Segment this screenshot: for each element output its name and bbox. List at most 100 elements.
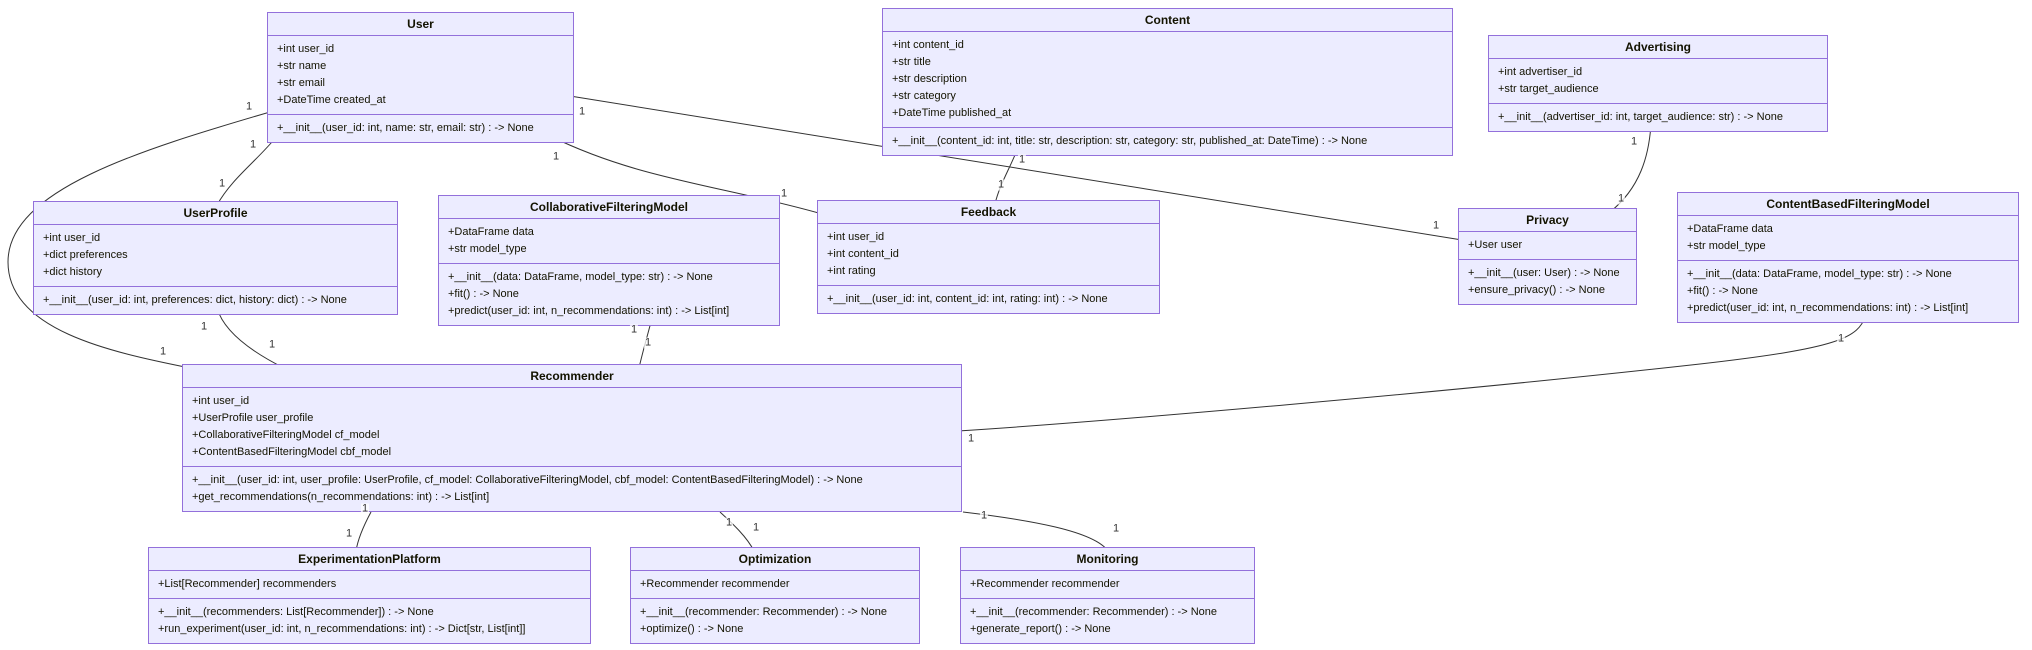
attribute-row: +Recommender recommender [640, 578, 790, 590]
attribute-row: +CollaborativeFilteringModel cf_model [192, 429, 380, 441]
multiplicity-label: 1 [244, 100, 254, 113]
method-row: +predict(user_id: int, n_recommendations… [448, 305, 730, 317]
method-row: +__init__(advertiser_id: int, target_aud… [1498, 111, 1783, 123]
attribute-row: +int content_id [892, 39, 964, 51]
class-title-User: User [407, 17, 434, 31]
attributes-section-Content: +int content_id +str title +str descriptio… [883, 31, 1452, 127]
attributes-section-ContentBasedFilteringModel: +DataFrame data+str model_type [1678, 215, 2018, 260]
multiplicity-label: 1 [360, 502, 370, 515]
attribute-row: +str target_audience [1498, 83, 1599, 95]
edge-Content-Feedback [994, 149, 1018, 205]
edge-ContentBasedFilteringModel-Recommender [957, 314, 1867, 432]
class-title-ContentBasedFilteringModel: ContentBasedFilteringModel [1766, 197, 1930, 211]
attribute-row: +str title [892, 56, 931, 68]
class-box-ContentBasedFilteringModel: ContentBasedFilteringModel +DataFrame dat… [1677, 192, 2019, 323]
attribute-row: +int rating [827, 265, 876, 277]
multiplicity-label: 1 [551, 150, 561, 163]
multiplicity-label: 1 [1431, 219, 1441, 232]
method-row: +__init__(user_id: int, user_profile: Us… [192, 474, 863, 486]
multiplicity-label: 1 [724, 516, 734, 529]
class-box-Feedback: Feedback+int user_id+int content_id+int … [817, 200, 1160, 314]
attributes-section-Recommender: +int user_id +UserProfile user_profile +Co… [183, 387, 961, 466]
class-box-CollaborativeFilteringModel: CollaborativeFilteringModel +DataFrame da… [438, 195, 780, 326]
attribute-row: +str category [892, 90, 956, 102]
multiplicity-label: 1 [629, 323, 639, 336]
method-row: +__init__(user_id: int, content_id: int,… [827, 293, 1108, 305]
multiplicity-label: 1 [577, 105, 587, 118]
method-row: +__init__(user_id: int, name: str, email… [277, 122, 534, 134]
multiplicity-label: 1 [751, 521, 761, 534]
multiplicity-label: 1 [996, 178, 1006, 191]
class-title-Privacy: Privacy [1526, 213, 1569, 227]
attribute-row: +DateTime published_at [892, 107, 1012, 119]
method-row: +run_experiment(user_id: int, n_recommen… [158, 623, 526, 635]
attribute-row: +int user_id [192, 395, 250, 407]
class-title-ExperimentationPlatform: ExperimentationPlatform [298, 552, 441, 566]
edge-UserProfile-Recommender [216, 307, 285, 369]
method-row: +predict(user_id: int, n_recommendations… [1687, 302, 1969, 314]
methods-section-Feedback: +__init__(user_id: int, content_id: int,… [818, 285, 1159, 313]
method-row: +get_recommendations(n_recommendations: … [192, 491, 490, 503]
class-box-User: User +int user_id+str name+str email+Date… [267, 12, 574, 143]
attribute-row: +int user_id [277, 43, 335, 55]
attribute-row: +str email [277, 77, 325, 89]
attribute-row: +User user [1468, 239, 1523, 251]
attributes-section-CollaborativeFilteringModel: +DataFrame data +str model_type [439, 218, 779, 263]
multiplicity-label: 1 [1616, 192, 1626, 205]
multiplicity-label: 1 [158, 345, 168, 358]
multiplicity-label: 1 [267, 338, 277, 351]
method-row: +__init__(user_id: int, preferences: dic… [43, 294, 347, 306]
attribute-row: +int advertiser_id [1498, 66, 1583, 78]
attributes-section-UserProfile: +int user_id+dict preferences+dict histo… [34, 224, 397, 286]
attribute-row: +List[Recommender] recommenders [158, 578, 337, 590]
attribute-row: +int user_id [827, 231, 885, 243]
edge-User-Recommender [7, 111, 271, 369]
attribute-row: +int user_id [43, 232, 101, 244]
method-row: +__init__(recommender: Recommender) : ->… [970, 606, 1218, 618]
methods-section-ContentBasedFilteringModel: +__init__(data: DataFrame, model_type: s… [1678, 260, 2018, 322]
methods-section-User: +__init__(user_id: int, name: str, email… [268, 114, 573, 142]
multiplicity-label: 1 [779, 187, 789, 200]
multiplicity-label: 1 [643, 336, 653, 349]
class-box-Privacy: Privacy+User user +__init__(user: User) :… [1458, 208, 1637, 305]
class-box-UserProfile: UserProfile+int user_id+dict preferences… [33, 201, 398, 315]
edge-Recommender-ExperimentationPlatform [355, 511, 372, 552]
attributes-section-Feedback: +int user_id +int content_id +int rating [818, 223, 1159, 285]
attribute-row: +DataFrame data [448, 226, 534, 238]
attributes-section-Optimization: +Recommender recommender [631, 570, 919, 598]
attribute-row: +DateTime created_at [277, 94, 386, 106]
class-box-Content: Content+int content_id+str title+str des… [882, 8, 1453, 156]
attribute-row: +int content_id [827, 248, 899, 260]
class-box-Recommender: Recommender +int user_id +UserProfile user… [182, 364, 962, 512]
method-row: +ensure_privacy() : -> None [1468, 284, 1605, 296]
attribute-row: +UserProfile user_profile [192, 412, 314, 424]
class-title-Optimization: Optimization [738, 552, 812, 566]
attribute-row: +DataFrame data [1687, 223, 1773, 235]
attribute-row: +dict preferences [43, 249, 128, 261]
edge-User-Feedback [549, 135, 823, 215]
methods-section-UserProfile: +__init__(user_id: int, preferences: dic… [34, 286, 397, 314]
multiplicity-label: 1 [979, 509, 989, 522]
methods-section-Optimization: +__init__(recommender: Recommender) : ->… [631, 598, 919, 643]
method-row: +__init__(content_id: int, title: str, d… [892, 135, 1368, 147]
class-title-Monitoring: Monitoring [1076, 552, 1139, 566]
attribute-row: +str description [892, 73, 967, 85]
class-box-Monitoring: Monitoring +Recommender recommender +__ini… [960, 547, 1255, 644]
class-title-Advertising: Advertising [1624, 40, 1691, 54]
attributes-section-Privacy: +User user [1459, 231, 1636, 259]
attributes-section-Advertising: +int advertiser_id +str target_audience [1489, 58, 1827, 103]
multiplicity-label: 1 [1629, 135, 1639, 148]
attribute-row: +str model_type [448, 243, 527, 255]
class-title-Feedback: Feedback [960, 205, 1017, 219]
methods-section-Privacy: +__init__(user: User) : -> None +ensure_p… [1459, 259, 1636, 304]
multiplicity-label: 1 [344, 527, 354, 540]
class-title-Recommender: Recommender [530, 369, 614, 383]
attributes-section-Monitoring: +Recommender recommender [961, 570, 1254, 598]
attributes-section-User: +int user_id+str name+str email+DateTime… [268, 35, 573, 114]
class-title-CollaborativeFilteringModel: CollaborativeFilteringModel [529, 200, 688, 214]
attribute-row: +ContentBasedFilteringModel cbf_model [192, 446, 392, 458]
method-row: +optimize() : -> None [640, 623, 744, 635]
method-row: +__init__(recommender: Recommender) : ->… [640, 606, 888, 618]
method-row: +__init__(user: User) : -> None [1468, 267, 1620, 279]
